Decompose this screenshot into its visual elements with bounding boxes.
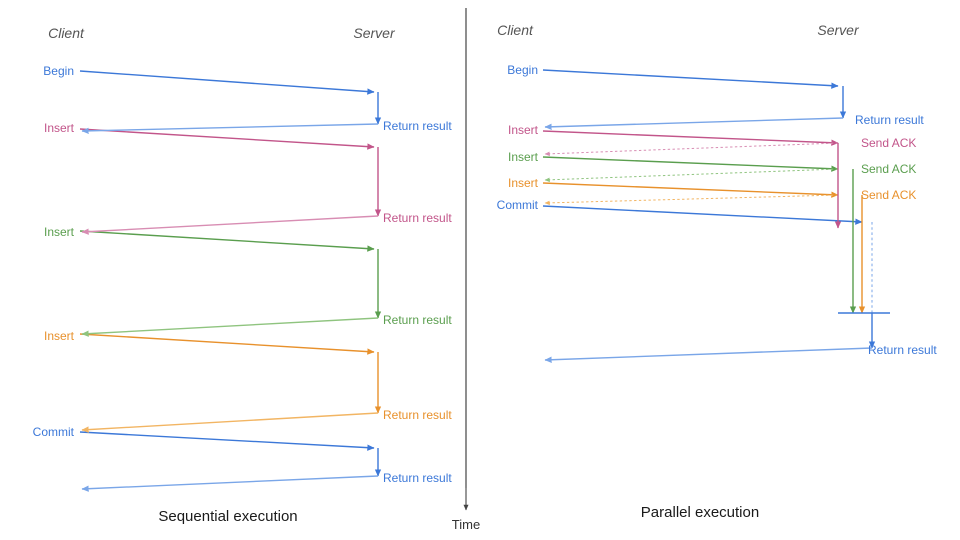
right-client-label-1: Insert bbox=[508, 123, 539, 137]
time-axis-label: Time bbox=[452, 517, 480, 532]
right-commit-request bbox=[542, 205, 863, 225]
left-insert3-response bbox=[81, 412, 379, 433]
left-server-label-0: Return result bbox=[383, 119, 452, 133]
left-insert2-request bbox=[79, 230, 375, 252]
left-insert1-response bbox=[81, 215, 379, 235]
right-begin-request bbox=[542, 69, 839, 89]
left-commit-request bbox=[79, 431, 375, 451]
left-lane-title-client: Client bbox=[48, 25, 85, 41]
left-insert3-request bbox=[79, 333, 375, 355]
left-server-label-1: Return result bbox=[383, 211, 452, 225]
left-client-label-1: Insert bbox=[44, 121, 75, 135]
left-client-label-2: Insert bbox=[44, 225, 75, 239]
left-client-label-4: Commit bbox=[33, 425, 75, 439]
right-server-label-1: Send ACK bbox=[861, 136, 916, 150]
right-insert1-request bbox=[542, 130, 839, 146]
right-client-label-3: Insert bbox=[508, 176, 539, 190]
right-ack3-response bbox=[544, 194, 839, 206]
left-server-label-4: Return result bbox=[383, 471, 452, 485]
right-client-label-4: Commit bbox=[497, 198, 539, 212]
left-begin-response bbox=[81, 123, 379, 135]
left-insert1-request bbox=[79, 128, 375, 150]
right-final-response bbox=[544, 347, 873, 363]
right-client-label-0: Begin bbox=[507, 63, 538, 77]
right-server-label-4: Return result bbox=[868, 343, 937, 357]
right-lane-title-client: Client bbox=[497, 22, 534, 38]
left-panel-caption: Sequential execution bbox=[158, 508, 297, 525]
left-lane-title-server: Server bbox=[353, 25, 396, 41]
left-client-label-3: Insert bbox=[44, 329, 75, 343]
left-commit-response bbox=[81, 475, 379, 492]
left-server-label-3: Return result bbox=[383, 408, 452, 422]
time-axis-group: Time bbox=[452, 8, 480, 532]
right-begin-response bbox=[544, 117, 844, 130]
right-server-label-0: Return result bbox=[855, 113, 924, 127]
right-client-label-2: Insert bbox=[508, 150, 539, 164]
left-client-label-0: Begin bbox=[43, 64, 74, 78]
left-server-label-2: Return result bbox=[383, 313, 452, 327]
right-server-label-3: Send ACK bbox=[861, 188, 916, 202]
right-panel-caption: Parallel execution bbox=[641, 504, 759, 521]
right-server-label-2: Send ACK bbox=[861, 162, 916, 176]
right-ack2-response bbox=[544, 168, 839, 183]
right-insert2-request bbox=[542, 156, 839, 172]
left-insert2-response bbox=[81, 317, 379, 337]
right-lane-title-server: Server bbox=[817, 22, 860, 38]
left-begin-request bbox=[79, 70, 375, 95]
right-ack1-response bbox=[544, 142, 839, 157]
right-insert3-request bbox=[542, 182, 839, 198]
